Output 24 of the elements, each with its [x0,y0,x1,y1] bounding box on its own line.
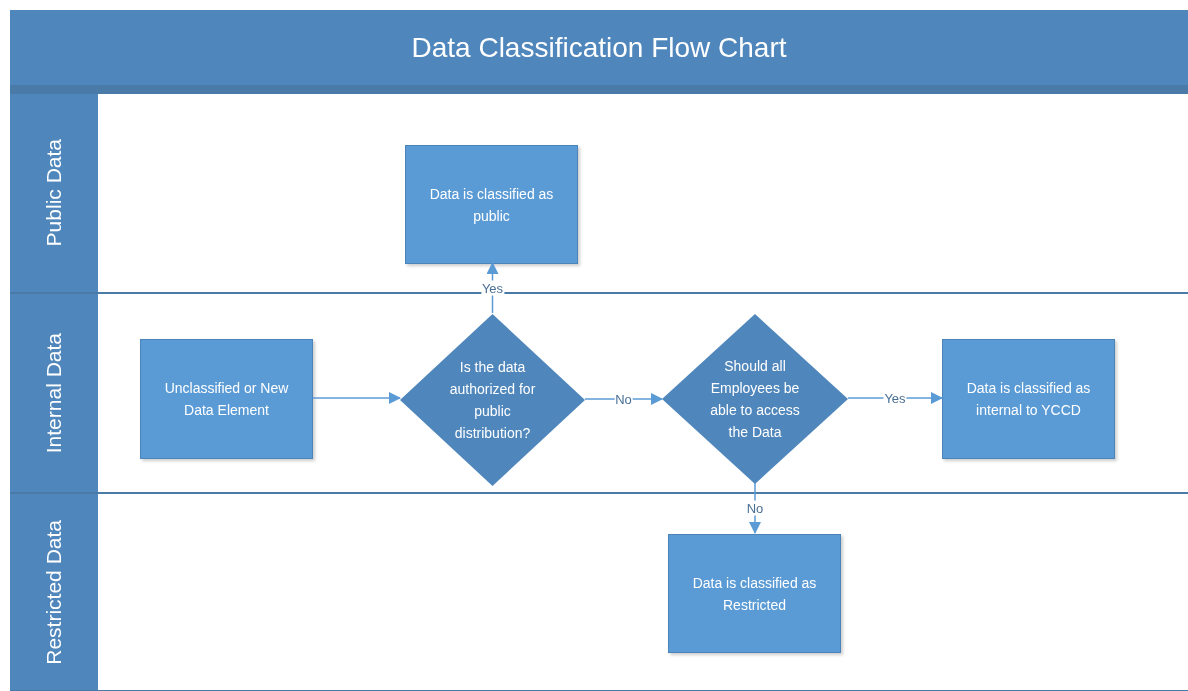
node-text: Should all Employees be able to access the Data [709,357,801,442]
process-box [668,534,841,653]
lane-header: Internal Data [10,294,98,492]
swimlane [10,93,1188,293]
node-text: Data is classified as internal to YCCD [965,379,1092,420]
lane-header: Public Data [10,94,98,292]
process-box [140,339,313,459]
arrow [584,393,663,405]
decision-diamond [662,314,848,484]
process-box [942,339,1115,459]
edge-label: No [745,500,765,516]
node-text: Unclassified or New Data Element [163,379,290,420]
lane-header: Restricted Data [10,494,98,690]
edge-label: Yes [480,280,505,296]
node-text: Data is classified as Restricted [691,573,818,615]
title-bar: Data Classification Flow Chart [10,10,1188,93]
arrow [847,392,943,404]
arrow [312,392,401,404]
decision-diamond [400,314,585,486]
node-text: Is the data authorized for public distribution? [448,358,537,443]
swimlane [10,493,1188,691]
swimlane [10,293,1188,493]
node-text: Data is classified as public [428,184,555,226]
process-box [405,145,578,264]
